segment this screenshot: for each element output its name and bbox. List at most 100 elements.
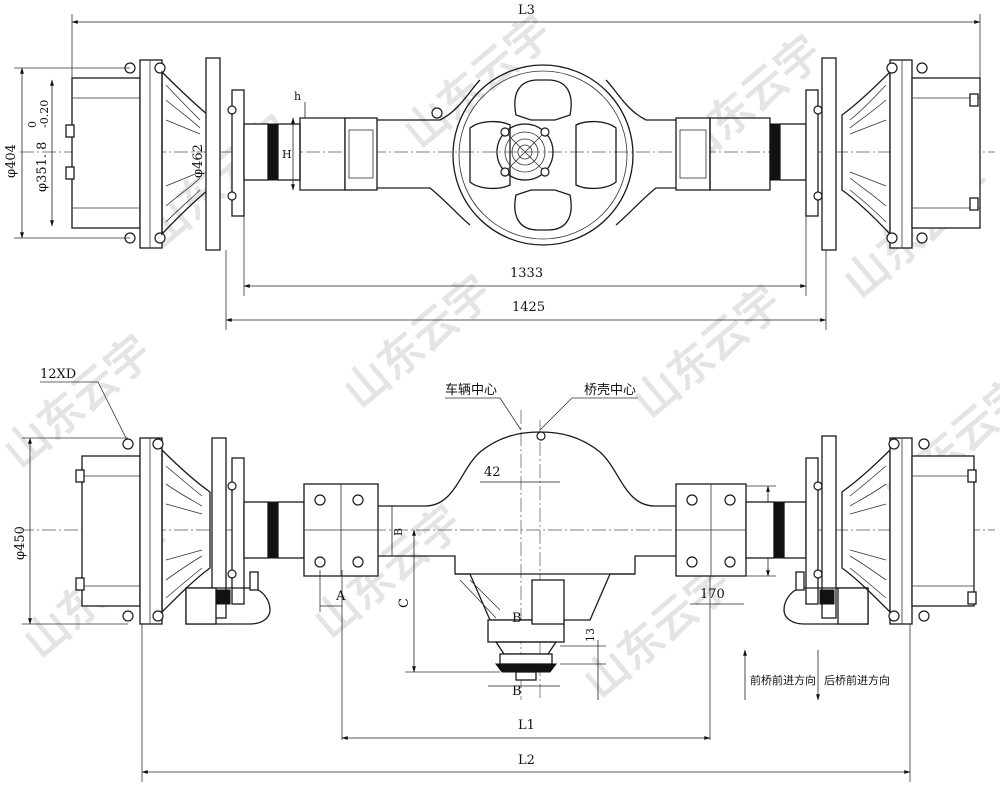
label-axle-center: 桥壳中心 bbox=[584, 383, 636, 398]
pinion-ring bbox=[517, 144, 533, 160]
left-brake-drum bbox=[71, 77, 141, 229]
bolt bbox=[888, 610, 900, 622]
drum-lug bbox=[969, 93, 979, 107]
left-seal bbox=[267, 501, 279, 559]
pinion-nut bbox=[515, 671, 537, 681]
bolt bbox=[918, 610, 930, 622]
watermark-text: 山东云宇 bbox=[624, 276, 792, 428]
hub-ribs bbox=[849, 465, 887, 599]
drum-lug bbox=[65, 124, 75, 138]
bolt bbox=[227, 569, 237, 579]
reducer-web bbox=[459, 579, 501, 619]
drum-lug bbox=[967, 591, 977, 605]
bolt bbox=[916, 62, 928, 74]
right-backing-plate bbox=[805, 89, 819, 217]
bolt bbox=[918, 438, 930, 450]
right-seal bbox=[769, 123, 781, 181]
chamber-clamp bbox=[819, 589, 835, 605]
diff-left-rib bbox=[469, 120, 511, 190]
diff-housing bbox=[452, 64, 634, 246]
right-hub-flange bbox=[889, 437, 913, 625]
bottom-view: 车辆中心 桥壳中心 12XD bbox=[13, 367, 995, 782]
dim-label-b-mid: B bbox=[512, 611, 522, 626]
bolt bbox=[886, 62, 898, 74]
top-view: L3 h H bbox=[4, 3, 995, 330]
hub-ribs bbox=[165, 84, 201, 223]
right-brake-drum bbox=[911, 455, 975, 607]
left-brake-drum bbox=[81, 455, 141, 607]
bolt bbox=[227, 481, 237, 491]
right-brake-plate bbox=[821, 435, 837, 619]
dim-label-d351: φ351. 8 bbox=[35, 142, 50, 192]
bolt bbox=[886, 232, 898, 244]
bolt bbox=[500, 167, 510, 177]
right-hub-flange bbox=[889, 59, 913, 249]
bolt bbox=[152, 610, 164, 622]
label-12xd: 12XD bbox=[40, 367, 76, 382]
dim-label-a: A bbox=[335, 589, 346, 604]
bolt bbox=[227, 191, 237, 201]
chamber-rod bbox=[795, 571, 805, 591]
pinion-flange bbox=[495, 663, 557, 673]
dim-label-1425: 1425 bbox=[512, 300, 545, 315]
label-vehicle-center: 车辆中心 bbox=[445, 382, 497, 398]
dim-label-170: 170 bbox=[700, 587, 725, 602]
dim-label-d404: φ404 bbox=[4, 144, 19, 178]
pinion-seal bbox=[499, 653, 553, 665]
dim-label-13: 13 bbox=[584, 628, 597, 642]
u-bolt-hole bbox=[724, 556, 736, 568]
left-hub-flange bbox=[139, 59, 163, 249]
diff-bottom-rib bbox=[514, 189, 572, 231]
right-beam bbox=[605, 79, 676, 226]
dim-label-1333: 1333 bbox=[510, 266, 543, 281]
dim-label-l3: L3 bbox=[518, 3, 535, 18]
chamber-body bbox=[837, 587, 869, 625]
left-bearing-seat bbox=[277, 501, 305, 559]
breather-plug bbox=[536, 431, 546, 441]
right-seal bbox=[773, 501, 785, 559]
leader-axle-center bbox=[539, 397, 638, 431]
right-brake-plate bbox=[821, 57, 837, 251]
left-brake-plate bbox=[211, 437, 227, 619]
diff-top-rib bbox=[514, 79, 572, 121]
label-front-direction: 前桥前进方向 bbox=[750, 673, 816, 687]
right-spindle bbox=[779, 123, 807, 181]
bolt bbox=[813, 481, 823, 491]
right-hub-body bbox=[841, 448, 891, 614]
dim-label-l2: L2 bbox=[518, 753, 535, 768]
left-brake-plate bbox=[205, 57, 221, 251]
u-bolt-hole bbox=[314, 494, 326, 506]
left-spindle bbox=[243, 123, 269, 181]
right-axle-tube bbox=[709, 117, 771, 191]
bolt bbox=[916, 232, 928, 244]
bolt bbox=[122, 438, 134, 450]
bolt bbox=[500, 127, 510, 137]
bolt bbox=[888, 438, 900, 450]
bolt bbox=[154, 62, 166, 74]
bolt bbox=[813, 569, 823, 579]
left-axle-tube bbox=[299, 117, 346, 191]
u-bolt-hole bbox=[352, 494, 364, 506]
hub-ribs bbox=[849, 84, 887, 223]
left-seal bbox=[267, 123, 279, 181]
bolt bbox=[540, 167, 550, 177]
watermark-text: 山东云宇 bbox=[574, 556, 742, 708]
left-backing-plate bbox=[231, 457, 245, 605]
u-bolt-hole bbox=[724, 494, 736, 506]
bolt bbox=[227, 105, 237, 115]
bolt bbox=[813, 191, 823, 201]
right-spindle bbox=[783, 501, 807, 559]
housing-lower-contour bbox=[378, 555, 676, 575]
chamber-rod bbox=[249, 571, 259, 591]
right-spring-seat bbox=[675, 117, 711, 191]
chamber-clamp bbox=[215, 589, 231, 605]
dim-label-d462: φ462 bbox=[191, 144, 206, 178]
u-bolt-hole bbox=[686, 494, 698, 506]
u-bolt-hole bbox=[352, 556, 364, 568]
hub-ribs bbox=[165, 465, 203, 599]
right-axle-tube bbox=[745, 501, 775, 559]
u-bolt-hole bbox=[686, 556, 698, 568]
dim-label-42: 42 bbox=[484, 465, 501, 480]
pinion-ring bbox=[504, 131, 546, 173]
